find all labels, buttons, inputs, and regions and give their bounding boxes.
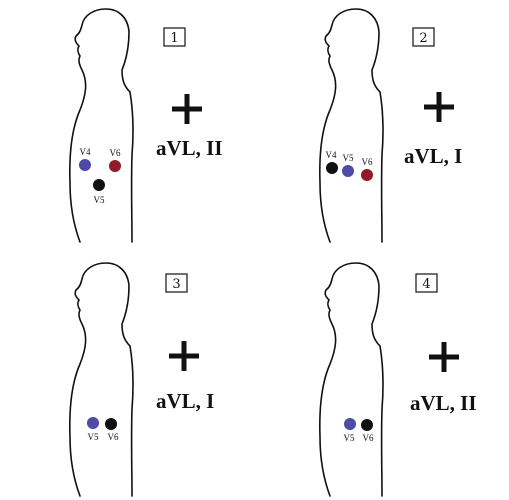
electrode-v5-label: V5 xyxy=(94,195,105,205)
electrode-v5-dot xyxy=(93,179,105,191)
panel-number: 1 xyxy=(170,31,178,46)
plus-icon xyxy=(424,92,454,122)
electrode-v4-dot xyxy=(326,162,338,174)
electrode-v5-dot xyxy=(344,418,356,430)
plus-icon xyxy=(172,94,202,124)
electrode-v4-label: V4 xyxy=(326,150,337,160)
electrode-v6-label: V6 xyxy=(108,432,119,442)
plus-icon xyxy=(169,341,199,371)
leads-label: aVL, I xyxy=(156,389,214,413)
plus-icon xyxy=(429,342,459,372)
panel-number: 3 xyxy=(172,277,180,292)
panel-number-box xyxy=(163,27,186,47)
electrode-v6-dot xyxy=(105,418,117,430)
electrode-v6-label: V6 xyxy=(363,433,374,443)
electrode-v5-label: V5 xyxy=(88,432,99,442)
electrode-v6-dot xyxy=(361,419,373,431)
electrode-v6-label: V6 xyxy=(362,157,373,167)
electrode-v5-label: V5 xyxy=(344,433,355,443)
body-silhouette xyxy=(69,8,134,243)
panel-number: 2 xyxy=(419,31,427,46)
panel-number-box xyxy=(165,273,188,293)
leads-label: aVL, II xyxy=(410,391,477,415)
panel-number-box xyxy=(412,27,435,47)
electrode-v4-dot xyxy=(79,159,91,171)
body-silhouette xyxy=(319,262,384,497)
panel-4: 4 aVL, II V5 V6 xyxy=(319,262,477,497)
electrode-v6-label: V6 xyxy=(110,148,121,158)
leads-label: aVL, I xyxy=(404,144,462,168)
panel-number: 4 xyxy=(422,277,430,292)
electrode-v5-dot xyxy=(342,165,354,177)
panel-number-box xyxy=(415,273,438,293)
electrode-v6-dot xyxy=(361,169,373,181)
panel-2: 2 aVL, I V4 V5 V6 xyxy=(319,8,462,243)
body-silhouette xyxy=(69,262,134,497)
panel-1: 1 aVL, II V4 V6 V5 xyxy=(69,8,223,243)
panel-3: 3 aVL, I V5 V6 xyxy=(69,262,214,497)
leads-label: aVL, II xyxy=(156,136,223,160)
electrode-v5-label: V5 xyxy=(343,153,354,163)
electrode-v4-label: V4 xyxy=(80,147,91,157)
body-silhouette xyxy=(319,8,384,243)
electrode-v5-dot xyxy=(87,417,99,429)
electrode-v6-dot xyxy=(109,160,121,172)
